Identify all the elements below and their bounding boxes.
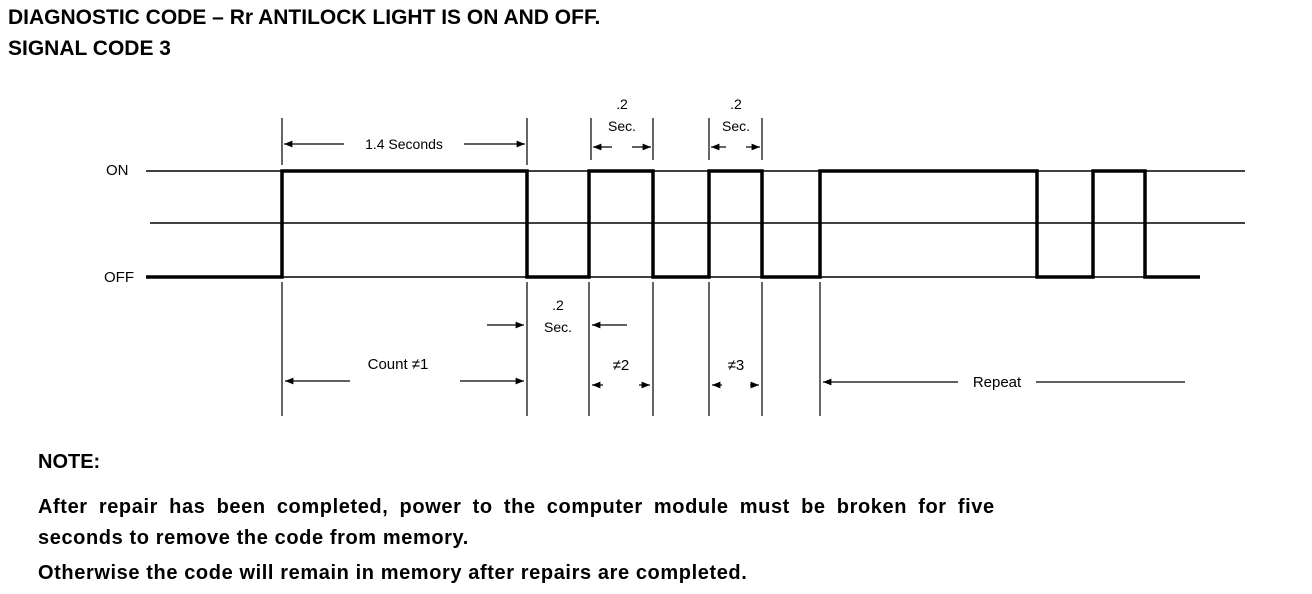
dim-top-2-value: .2 [616, 96, 628, 112]
count-2-label: ≠2 [613, 357, 630, 374]
signal-code-title: SIGNAL CODE 3 [8, 37, 171, 60]
count-3-label: ≠3 [728, 357, 745, 374]
signal-waveform [146, 169, 1200, 279]
note-line-3: Otherwise the code will remain in memory… [38, 562, 748, 584]
reference-lines [146, 170, 1245, 278]
count-dimension-lines [285, 377, 1185, 389]
on-level-label: ON [106, 162, 129, 179]
repeat-label: Repeat [973, 374, 1022, 391]
dim-gap-sec: Sec. [544, 319, 572, 335]
off-level-label: OFF [104, 269, 134, 286]
dim-top-2-sec: Sec. [608, 118, 636, 134]
dim-top-3-value: .2 [730, 96, 742, 112]
diagnostic-code-title: DIAGNOSTIC CODE – Rr ANTILOCK LIGHT IS O… [8, 6, 601, 29]
dim-top-3-sec: Sec. [722, 118, 750, 134]
dimension-1-4-seconds-label: 1.4 Seconds [365, 136, 443, 152]
count-1-label: Count ≠1 [368, 356, 429, 373]
note-line-1: After repair has been completed, power t… [38, 496, 995, 518]
extension-lines [281, 118, 821, 416]
note-line-2: seconds to remove the code from memory. [38, 527, 469, 549]
note-heading: NOTE: [38, 451, 101, 473]
dim-gap-value: .2 [552, 297, 564, 313]
